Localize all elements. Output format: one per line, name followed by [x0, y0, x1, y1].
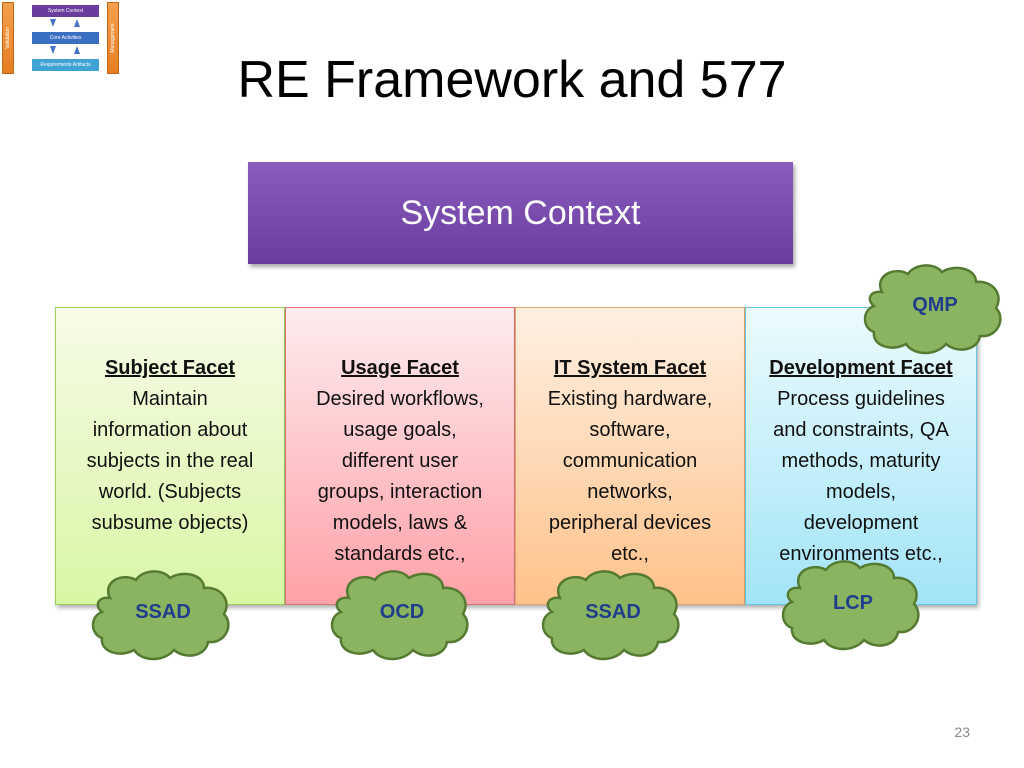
system-context-box: System Context	[248, 162, 793, 264]
cloud-label: SSAD	[585, 601, 641, 623]
thumb-requirements-artifacts: Requirements Artifacts	[32, 59, 99, 71]
cloud-shape-icon	[91, 570, 230, 661]
facet-heading: Subject Facet	[104, 357, 236, 379]
facet-line: environments etc.,	[779, 543, 943, 565]
facet-line: software,	[589, 419, 671, 441]
facet-line: subjects in the real	[86, 450, 254, 472]
cloud-label: OCD	[379, 601, 425, 623]
cloud-shape-icon	[541, 570, 680, 661]
management-bar: Management	[107, 2, 119, 74]
page-number: 23	[954, 724, 970, 740]
subject-facet: Subject Facet Maintain information about…	[55, 307, 285, 605]
up-arrow-icon	[74, 19, 80, 27]
facet-line: models, laws &	[332, 512, 468, 534]
facet-line: models,	[825, 481, 897, 503]
down-arrow-icon	[50, 46, 56, 54]
usage-facet: Usage Facet Desired workflows, usage goa…	[285, 307, 515, 605]
facet-line: information about	[92, 419, 248, 441]
cloud-label: LCP	[833, 592, 873, 614]
validation-bar: Validation	[2, 2, 14, 74]
cloud-shape-icon	[863, 264, 1002, 355]
facet-line: groups, interaction	[317, 481, 483, 503]
it-system-facet: IT System Facet Existing hardware, softw…	[515, 307, 745, 605]
thumb-system-context: System Context	[32, 5, 99, 17]
cloud-label: QMP	[912, 294, 958, 316]
facet-heading: IT System Facet	[553, 357, 707, 379]
facet-heading: Development Facet	[769, 357, 953, 379]
ssad-cloud-1: SSAD	[88, 568, 238, 663]
facet-line: usage goals,	[343, 419, 457, 441]
facet-line: etc.,	[611, 543, 649, 565]
cloud-shape-icon	[781, 560, 920, 651]
facet-line: development	[803, 512, 919, 534]
facet-line: Desired workflows,	[316, 388, 484, 410]
facet-line: Existing hardware,	[547, 388, 713, 410]
facet-line: peripheral devices	[548, 512, 712, 534]
facet-line: communication	[562, 450, 698, 472]
facet-line: subsume objects)	[91, 512, 249, 534]
facet-line: world. (Subjects	[98, 481, 242, 503]
down-arrow-icon	[50, 19, 56, 27]
thumb-core-activities: Core Activities	[32, 32, 99, 44]
facet-line: different user	[341, 450, 459, 472]
lcp-cloud: LCP	[778, 558, 928, 653]
up-arrow-icon	[74, 46, 80, 54]
facet-line: and constraints, QA	[773, 419, 949, 441]
facet-line: Process guidelines	[777, 388, 945, 410]
ssad-cloud-2: SSAD	[538, 568, 688, 663]
facet-line: standards etc.,	[334, 543, 466, 565]
development-facet: Development Facet Process guidelines and…	[745, 307, 977, 605]
facet-line: networks,	[587, 481, 673, 503]
facet-line: Maintain	[132, 388, 208, 410]
facet-line: methods, maturity	[781, 450, 941, 472]
framework-thumbnail: Validation Management System Context Cor…	[2, 2, 119, 74]
qmp-cloud: QMP	[860, 262, 1010, 357]
facet-heading: Usage Facet	[341, 357, 459, 379]
cloud-shape-icon	[330, 570, 469, 661]
cloud-label: SSAD	[135, 601, 191, 623]
slide-title: RE Framework and 577	[237, 51, 787, 109]
ocd-cloud: OCD	[327, 568, 477, 663]
